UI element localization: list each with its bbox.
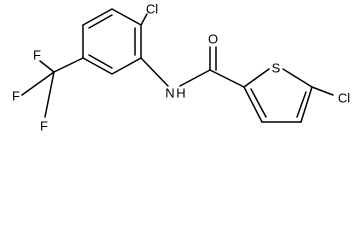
- chlorine-label: Cl: [146, 1, 158, 16]
- c-cl-bond: [311, 86, 334, 96]
- structure-diagram: Cl O S N H Cl F F F: [12, 1, 350, 133]
- ring-bond: [243, 68, 270, 88]
- ring-bond: [300, 86, 313, 123]
- ring-bond: [82, 8, 113, 26]
- c-f-bond: [39, 60, 55, 73]
- c-f-bond: [21, 71, 55, 96]
- ring-bond: [82, 57, 113, 75]
- fluorine-label: F: [12, 88, 20, 103]
- ring-cf3-bond: [53, 57, 84, 73]
- ring-double-bond: [250, 88, 267, 118]
- n-c-bond: [179, 69, 211, 87]
- thiophene-ring: [243, 68, 313, 123]
- ring-double-bond: [88, 54, 113, 69]
- c-f-bond: [44, 71, 55, 118]
- amide-thiophene-bond: [209, 69, 245, 88]
- fluorine-label: F: [40, 118, 48, 133]
- sulfur-label: S: [272, 60, 281, 75]
- ring-double-bond: [88, 14, 113, 29]
- hydrogen-label: H: [176, 85, 185, 100]
- ring-bond: [282, 68, 313, 88]
- c-n-bond: [140, 57, 169, 87]
- ring-bond: [111, 8, 142, 26]
- ring-double-bond: [296, 91, 307, 118]
- ring-bond: [243, 86, 263, 123]
- benzene-ring: [82, 8, 142, 75]
- oxygen-label: O: [208, 31, 218, 46]
- nitrogen-label: N: [165, 85, 174, 100]
- fluorine-label: F: [33, 47, 41, 62]
- c-cl-bond: [140, 13, 148, 26]
- chlorine-label: Cl: [338, 90, 350, 105]
- ring-bond: [111, 57, 142, 75]
